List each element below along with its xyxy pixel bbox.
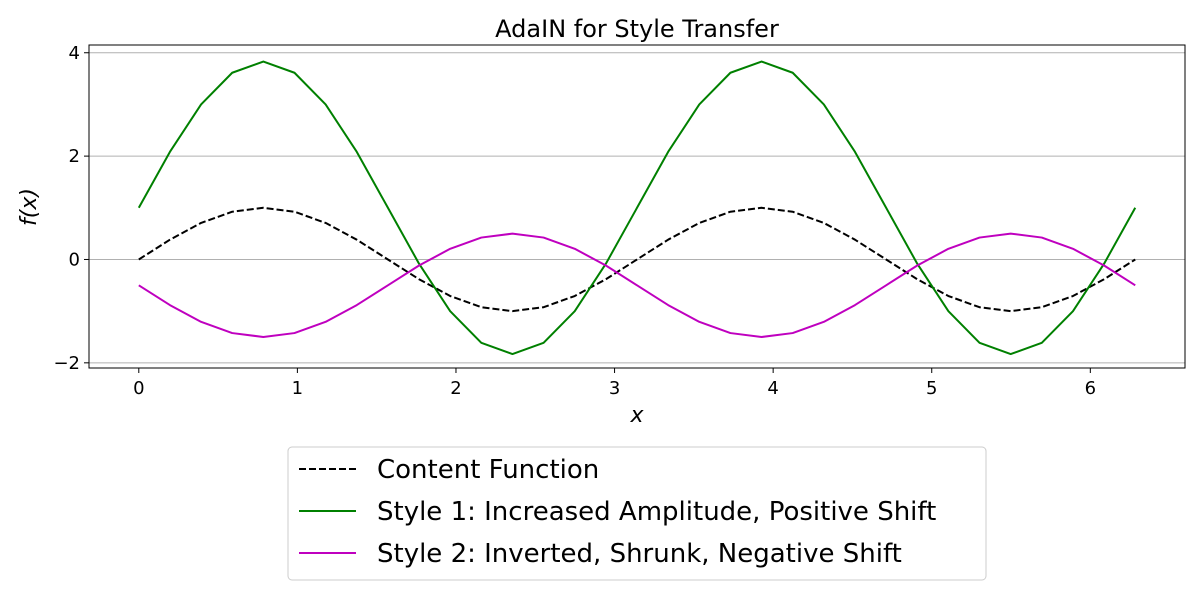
series-line-3 (138, 232, 1136, 338)
x-tick-label: 0 (133, 378, 144, 399)
legend-label-2: Style 1: Increased Amplitude, Positive S… (377, 497, 936, 527)
x-tick-label: 2 (450, 378, 461, 399)
grid-layer (89, 52, 1185, 364)
series-line-2 (137, 60, 1137, 356)
legend-label-1: Content Function (377, 455, 599, 485)
series-layer (137, 60, 1137, 356)
legend-label-3: Style 2: Inverted, Shrunk, Negative Shif… (377, 539, 902, 569)
y-tick-label: −2 (53, 353, 80, 374)
y-tick-label: 2 (69, 146, 80, 167)
x-tick-label: 6 (1085, 378, 1096, 399)
x-tick-label: 4 (767, 378, 778, 399)
plot-frame (88, 44, 1186, 369)
chart-title: AdaIN for Style Transfer (495, 15, 779, 43)
y-tick-label: 4 (69, 43, 80, 64)
legend-box (287, 446, 987, 581)
series-line-1 (138, 206, 1136, 313)
y-axis-label: f(x) (17, 188, 42, 226)
x-axis-label: x (629, 403, 644, 428)
y-tick-label: 0 (69, 249, 80, 270)
x-tick-label: 3 (609, 378, 620, 399)
tick-layer: −2 0 2 4 0 1 2 3 4 5 6 (53, 43, 1096, 399)
x-tick-label: 1 (292, 378, 303, 399)
x-tick-label: 5 (926, 378, 937, 399)
